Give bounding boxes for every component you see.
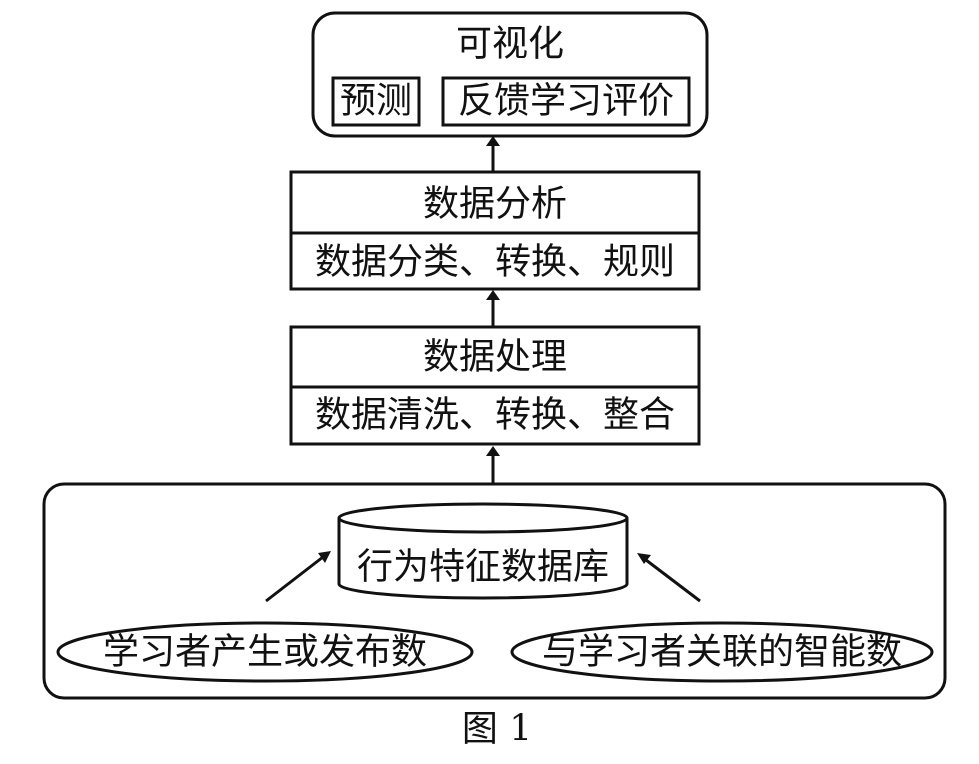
associated-intelligent-data-label: 与学习者关联的智能数	[542, 632, 902, 673]
associated-intelligent-data-ellipse	[510, 621, 934, 683]
analysis-block: 数据分析 数据分类、转换、规则	[289, 170, 701, 291]
arrow-learner-data-to-database	[265, 555, 324, 603]
arrow-head-up-icon	[486, 136, 500, 146]
arrow-head-up-icon	[486, 446, 500, 456]
analysis-frame	[289, 170, 701, 291]
data-source-block: 行为特征数据库 学习者产生或发布数 与学习者关联的智能数	[42, 482, 947, 700]
visualization-title: 可视化	[456, 24, 564, 65]
arrow-associated-data-to-database	[645, 558, 701, 603]
learner-generated-data-label: 学习者产生或发布数	[103, 632, 427, 673]
arrow-head-icon	[637, 553, 651, 564]
analysis-detail: 数据分类、转换、规则	[315, 242, 675, 283]
processing-block: 数据处理 数据清洗、转换、整合	[289, 325, 701, 446]
arrow-head-up-icon	[486, 290, 500, 300]
feedback-evaluation-label: 反馈学习评价	[458, 81, 674, 122]
database-cylinder: 行为特征数据库	[337, 502, 629, 600]
analysis-title: 数据分析	[423, 184, 567, 225]
feedback-evaluation-box	[441, 76, 691, 127]
processing-title: 数据处理	[423, 337, 567, 378]
figure-caption: 图 1	[462, 709, 532, 750]
prediction-box	[331, 76, 421, 127]
processing-detail: 数据清洗、转换、整合	[315, 395, 675, 436]
learner-generated-data-ellipse	[56, 621, 474, 683]
arrow-head-icon	[318, 551, 331, 563]
visualization-block: 可视化 预测 反馈学习评价	[311, 11, 709, 138]
database-top	[337, 502, 629, 534]
prediction-label: 预测	[340, 81, 412, 122]
database-label: 行为特征数据库	[357, 547, 609, 588]
database-body	[337, 518, 629, 600]
